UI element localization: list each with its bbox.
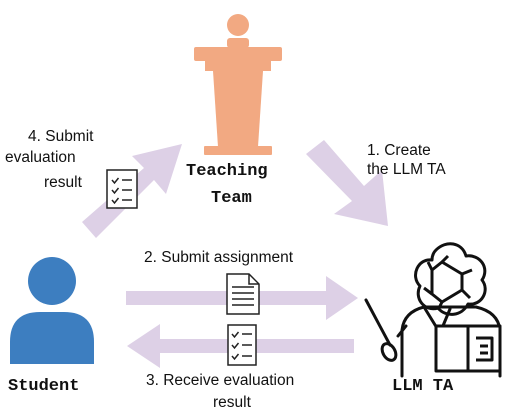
checklist-icon xyxy=(227,324,257,366)
step4-label-line2: evaluation xyxy=(5,149,76,166)
person-icon xyxy=(10,257,94,364)
step3-label-line2: result xyxy=(213,394,251,411)
teaching-team-label-line2: Team xyxy=(211,189,252,208)
podium-icon xyxy=(194,14,282,155)
teaching-team-label-line1: Teaching xyxy=(186,162,268,181)
step3-label-line1: 3. Receive evaluation xyxy=(146,372,295,389)
step4-label-line1: 4. Submit xyxy=(28,128,94,145)
chatgpt-logo-icon xyxy=(414,242,487,316)
step4-label-line3: result xyxy=(44,174,82,191)
checklist-icon xyxy=(106,169,138,209)
student-label: Student xyxy=(8,377,80,396)
llm-ta-label: LLM TA xyxy=(392,377,454,396)
document-icon xyxy=(226,273,260,315)
book-icon xyxy=(434,324,502,373)
step1-label-line1: 1. Create xyxy=(367,142,431,159)
step2-label: 2. Submit assignment xyxy=(144,249,294,266)
step1-label-line2: the LLM TA xyxy=(367,161,446,178)
arrow-create-llm-ta xyxy=(306,140,388,226)
